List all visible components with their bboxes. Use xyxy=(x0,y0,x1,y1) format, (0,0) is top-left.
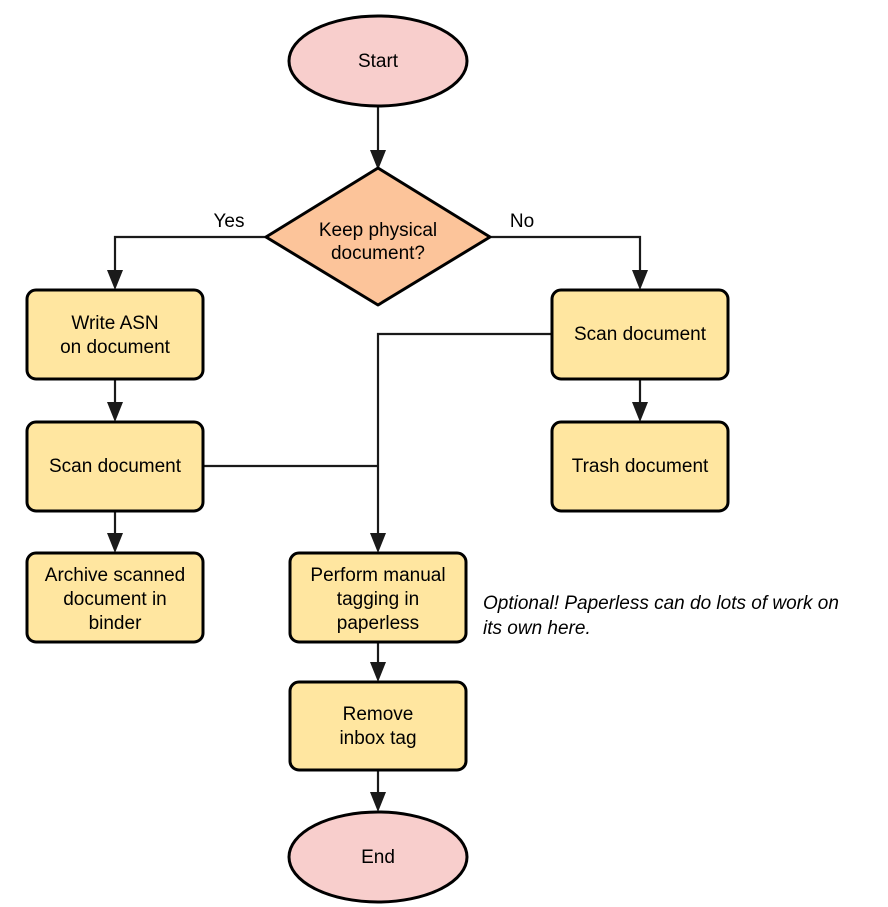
node-remove-inbox-tag-shape[interactable] xyxy=(288,680,468,772)
node-decision-label-line2: document? xyxy=(331,243,425,264)
arrowhead-icon xyxy=(370,150,386,170)
arrowhead-icon xyxy=(107,533,123,553)
edge-manual-tagging-to-remove-inbox xyxy=(370,642,386,682)
node-end[interactable]: End xyxy=(287,810,469,904)
arrowhead-icon xyxy=(107,402,123,422)
edge-write-asn-to-scan-left xyxy=(107,379,123,422)
arrowhead-icon xyxy=(370,662,386,682)
node-manual-tagging-label-line2: tagging in xyxy=(337,589,419,610)
edge-remove-inbox-to-end xyxy=(370,770,386,812)
node-decision-shape[interactable] xyxy=(264,166,492,307)
node-remove-inbox-tag-label-line2: inbox tag xyxy=(339,728,416,749)
node-end-shape[interactable] xyxy=(287,810,469,904)
edge-scan-left-to-archive xyxy=(107,511,123,553)
node-write-asn-label-line2: on document xyxy=(60,337,171,358)
node-manual-tagging-shape[interactable] xyxy=(288,551,468,644)
node-archive-label-line3: binder xyxy=(89,613,142,634)
node-manual-tagging-label-line1: Perform manual xyxy=(310,565,445,586)
node-write-asn-shape[interactable] xyxy=(25,288,205,381)
node-scan-document-left-shape[interactable] xyxy=(25,420,205,513)
edge-line xyxy=(490,235,642,278)
annotation-line1: Optional! Paperless can do lots of work … xyxy=(483,593,839,614)
annotation-optional-note: Optional! Paperless can do lots of work … xyxy=(483,593,839,639)
arrowhead-icon xyxy=(632,402,648,422)
node-remove-inbox-tag-label-line1: Remove xyxy=(343,704,414,725)
node-write-asn[interactable]: Write ASN on document xyxy=(25,288,205,381)
edge-line xyxy=(376,332,552,541)
node-scan-document-left-label: Scan document xyxy=(49,456,182,477)
edge-scan-right-to-manual-tagging xyxy=(370,332,552,553)
node-start[interactable]: Start xyxy=(287,14,469,108)
node-archive-shape[interactable] xyxy=(25,551,205,644)
node-manual-tagging-label-line3: paperless xyxy=(337,613,419,634)
edge-decision-to-scan-right xyxy=(490,235,648,290)
node-trash-document-label: Trash document xyxy=(572,456,709,477)
edge-start-to-decision xyxy=(370,104,386,170)
node-trash-document[interactable]: Trash document xyxy=(550,420,730,513)
node-remove-inbox-tag[interactable]: Remove inbox tag xyxy=(288,680,468,772)
node-scan-document-right-shape[interactable] xyxy=(550,288,730,381)
node-scan-document-left[interactable]: Scan document xyxy=(25,420,205,513)
arrowhead-icon xyxy=(107,270,123,290)
node-start-shape[interactable] xyxy=(287,14,469,108)
node-write-asn-label-line1: Write ASN xyxy=(71,313,158,334)
node-trash-document-shape[interactable] xyxy=(550,420,730,513)
node-scan-document-right[interactable]: Scan document xyxy=(550,288,730,381)
node-archive-label-line1: Archive scanned xyxy=(45,565,185,586)
edge-line xyxy=(113,235,266,278)
node-archive-label-line2: document in xyxy=(63,589,167,610)
annotation-line2: its own here. xyxy=(483,618,591,639)
node-end-label: End xyxy=(361,847,395,868)
edge-label-yes: Yes xyxy=(214,211,245,232)
node-decision-label-line1: Keep physical xyxy=(319,220,437,241)
node-scan-document-right-label: Scan document xyxy=(574,324,707,345)
node-start-label: Start xyxy=(358,51,399,72)
node-decision-keep-physical-document[interactable]: Keep physical document? xyxy=(264,166,492,307)
node-perform-manual-tagging[interactable]: Perform manual tagging in paperless xyxy=(288,551,468,644)
node-archive-scanned-document[interactable]: Archive scanned document in binder xyxy=(25,551,205,644)
edge-label-no: No xyxy=(510,211,534,232)
arrowhead-icon xyxy=(632,270,648,290)
edge-decision-to-write-asn xyxy=(107,235,266,290)
edge-scan-right-to-trash xyxy=(632,379,648,422)
arrowhead-icon xyxy=(370,792,386,812)
arrowhead-icon xyxy=(370,533,386,553)
